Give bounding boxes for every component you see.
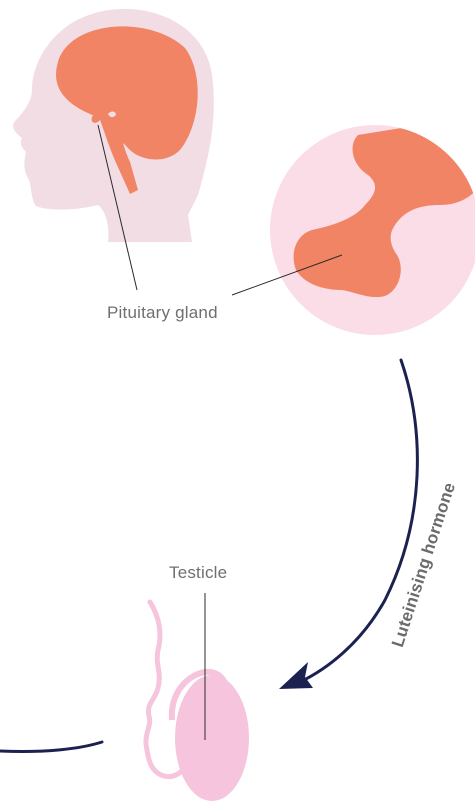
testicle-label: Testicle [169, 563, 227, 583]
pituitary-gland-label: Pituitary gland [107, 303, 218, 323]
hormone-arrow-head [279, 662, 313, 689]
testicle-body [175, 675, 249, 801]
return-arc [0, 742, 102, 752]
